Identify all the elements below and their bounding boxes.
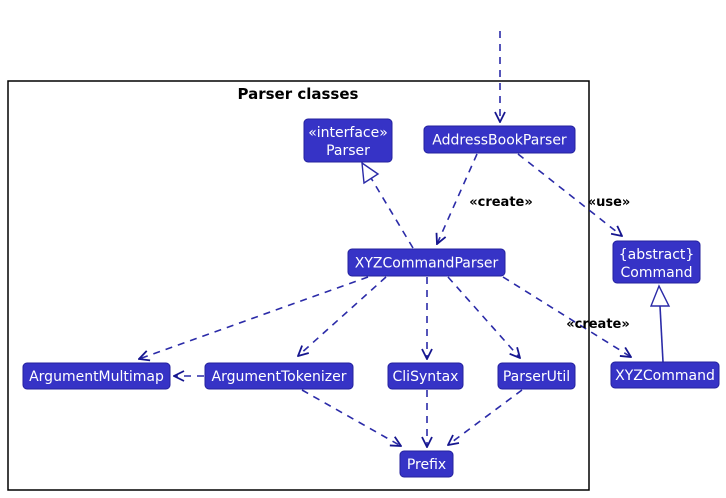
class-parser-box bbox=[303, 118, 393, 163]
dependency-addressbookparser-to-command bbox=[517, 153, 622, 236]
class-parser: «interface»Parser bbox=[303, 118, 393, 163]
dependency-parserutil-to-prefix bbox=[448, 389, 523, 445]
class-parserutil: ParserUtil bbox=[497, 362, 576, 390]
class-argumenttokenizer: ArgumentTokenizer bbox=[204, 362, 354, 390]
dependency-xyzcommandparser-to-argumenttokenizer bbox=[298, 276, 387, 356]
class-xyzcommand-box bbox=[610, 361, 720, 389]
class-addressbookparser-label: AddressBookParser bbox=[432, 133, 567, 149]
class-xyzcommandparser: XYZCommandParser bbox=[347, 248, 506, 277]
use-label: «use» bbox=[588, 195, 631, 210]
inheritance-xyzcommand-to-command-triangle-head bbox=[649, 284, 671, 307]
class-prefix-box bbox=[399, 450, 454, 478]
nodes-layer: «interface»Parser AddressBookParserXYZCom… bbox=[22, 118, 720, 478]
class-addressbookparser-box bbox=[423, 125, 576, 154]
class-clisyntax-box bbox=[387, 362, 464, 390]
class-command: {abstract}Command bbox=[612, 240, 701, 284]
class-parserutil-label: ParserUtil bbox=[503, 369, 570, 385]
dependency-xyzcommandparser-to-parserutil bbox=[447, 276, 520, 358]
class-addressbookparser: AddressBookParser bbox=[423, 125, 576, 154]
class-argumenttokenizer-label: ArgumentTokenizer bbox=[212, 369, 347, 385]
class-argumentmultimap-label: ArgumentMultimap bbox=[29, 369, 164, 385]
frame-title: Parser classes bbox=[238, 85, 359, 103]
edge-labels-layer: «create» «use» «create» bbox=[469, 195, 630, 332]
create-label-top: «create» bbox=[469, 195, 533, 210]
edges-layer bbox=[139, 31, 671, 447]
class-parserutil-box bbox=[497, 362, 576, 390]
class-clisyntax: CliSyntax bbox=[387, 362, 464, 390]
class-argumentmultimap-box bbox=[22, 362, 171, 390]
class-command-label: {abstract}Command bbox=[619, 247, 695, 281]
class-prefix-label: Prefix bbox=[407, 457, 446, 473]
dependency-addressbookparser-to-xyzcommandparser bbox=[437, 153, 478, 244]
class-command-box bbox=[612, 240, 701, 284]
dependency-xyzcommandparser-to-argumentmultimap bbox=[139, 276, 369, 359]
class-xyzcommand: XYZCommand bbox=[610, 361, 720, 389]
class-prefix: Prefix bbox=[399, 450, 454, 478]
class-xyzcommandparser-box bbox=[347, 248, 506, 277]
class-argumenttokenizer-box bbox=[204, 362, 354, 390]
create-label-right: «create» bbox=[566, 317, 630, 332]
class-clisyntax-label: CliSyntax bbox=[393, 369, 459, 385]
class-argumentmultimap: ArgumentMultimap bbox=[22, 362, 171, 390]
class-xyzcommand-label: XYZCommand bbox=[615, 368, 715, 384]
inheritance-xyzcommand-to-command bbox=[659, 305, 664, 363]
class-parser-label: «interface»Parser bbox=[308, 125, 388, 159]
class-xyzcommandparser-label: XYZCommandParser bbox=[355, 256, 499, 272]
realization-xyzcommandparser-to-parser-triangle-head bbox=[361, 161, 380, 185]
realization-xyzcommandparser-to-parser bbox=[370, 177, 414, 249]
dependency-argumenttokenizer-to-prefix bbox=[301, 389, 401, 446]
